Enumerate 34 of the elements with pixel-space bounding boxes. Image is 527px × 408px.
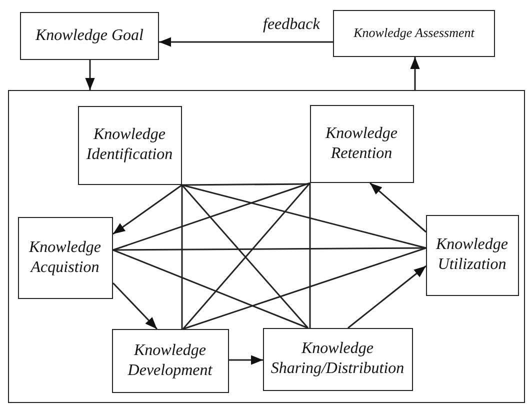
connector-line <box>113 247 426 251</box>
process-box <box>426 214 518 296</box>
box-label: Knowledge Assessment <box>354 25 474 42</box>
connector-line <box>182 184 426 249</box>
arrow <box>370 182 426 233</box>
connector-line <box>112 249 308 329</box>
box-label: Knowledge Goal <box>36 26 144 46</box>
connector-line <box>112 182 310 251</box>
box-label: Knowledge Sharing/Distribution <box>270 339 406 379</box>
connector-line <box>182 183 310 186</box>
arrow <box>348 265 426 329</box>
process-box <box>262 328 412 390</box>
connector-line <box>182 247 426 330</box>
box-label: Knowledge Development <box>126 340 214 380</box>
process-box <box>20 12 159 60</box>
arrow <box>410 57 420 90</box>
process-box <box>310 104 414 182</box>
box-frame <box>8 90 525 403</box>
arrow <box>112 184 182 235</box>
process-box <box>112 328 228 392</box>
box-label: Knowledge Identification <box>85 125 174 165</box>
arrow <box>112 282 158 330</box>
arrow <box>229 355 263 365</box>
connector-line <box>309 183 311 328</box>
process-box <box>333 10 495 57</box>
process-box <box>78 106 182 184</box>
box-label: Knowledge Retention <box>324 124 398 164</box>
edge-label: feedback <box>261 16 322 34</box>
arrow <box>159 37 333 47</box>
box-label: Knowledge Utilization <box>434 235 509 275</box>
connector-line <box>181 185 183 329</box>
arrow <box>85 60 95 90</box>
process-box <box>18 216 112 298</box>
box-label: Knowledge Acquistion <box>28 238 102 278</box>
